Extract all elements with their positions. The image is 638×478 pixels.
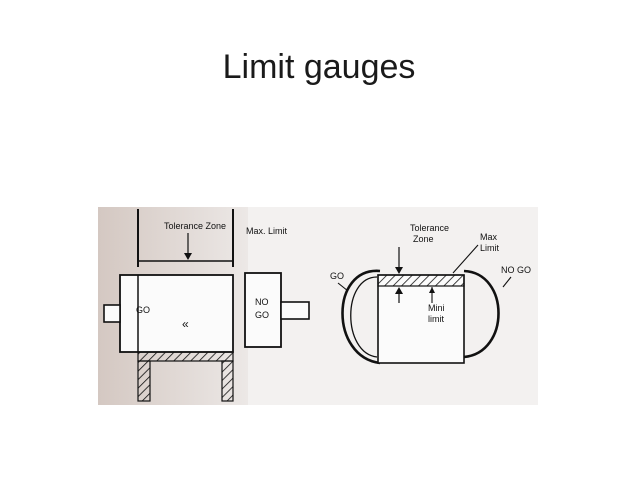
plug-gauge-diagram: « Tolerance Zone Max. Limit GO NO GO xyxy=(103,209,310,402)
label-max: Max xyxy=(480,232,498,242)
max-limit-pointer xyxy=(452,244,479,274)
label-tolerance: Tolerance xyxy=(410,223,449,233)
insert-direction-arrow: « xyxy=(182,317,189,331)
label-max-limit: Max. Limit xyxy=(246,226,288,236)
label-limit: limit xyxy=(428,314,444,324)
tolerance-strip xyxy=(377,274,465,287)
label-go: GO xyxy=(136,305,150,315)
limit-gauges-figure: « Tolerance Zone Max. Limit GO NO GO xyxy=(98,207,538,405)
label-max-limit-right: Limit xyxy=(480,243,500,253)
label-no-go-right: NO GO xyxy=(501,265,531,275)
label-tolerance-zone: Tolerance Zone xyxy=(164,221,226,231)
tolerance-arrow-down-right xyxy=(395,267,403,274)
go-plug-body xyxy=(119,274,234,353)
workpiece-left-hatch xyxy=(137,360,151,402)
slide-title: Limit gauges xyxy=(222,48,416,86)
label-mini: Mini xyxy=(428,303,445,313)
no-go-plug-body xyxy=(244,272,282,348)
no-go-jaw xyxy=(463,269,500,359)
tolerance-arrow-down xyxy=(184,253,192,260)
shaft-body xyxy=(377,274,465,364)
label-no: NO xyxy=(255,297,269,307)
workpiece-right-hatch xyxy=(221,360,234,402)
no-go-handle xyxy=(280,301,310,320)
workpiece-top-hatch xyxy=(137,351,234,362)
snap-gauge-diagram: Tolerance Zone Max Limit GO NO GO Mini l… xyxy=(330,223,531,365)
gauges-diagram: « Tolerance Zone Max. Limit GO NO GO xyxy=(98,207,538,405)
label-zone: Zone xyxy=(413,234,434,244)
label-no-go-go: GO xyxy=(255,310,269,320)
go-jaw xyxy=(341,269,381,365)
go-handle xyxy=(103,304,121,323)
tolerance-arrow-up-right xyxy=(395,287,403,294)
label-go-right: GO xyxy=(330,271,344,281)
